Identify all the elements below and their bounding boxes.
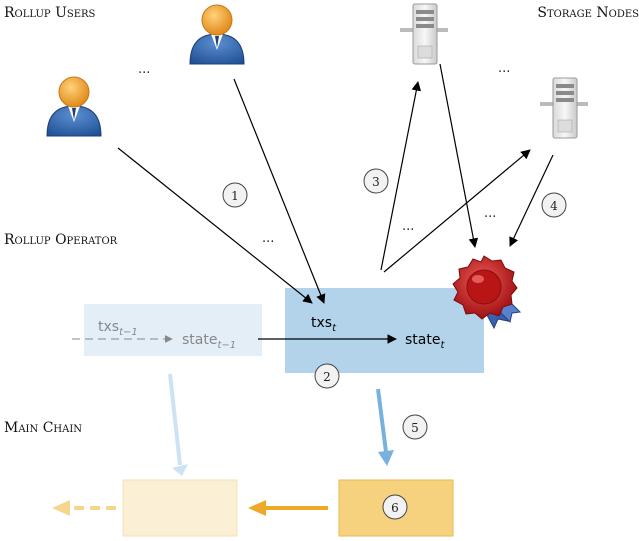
arrow-storage-to-seal <box>509 154 554 247</box>
arrow-chain-head-faded <box>52 500 70 516</box>
step-marker-3: 3 <box>363 168 389 194</box>
step-marker-5: 5 <box>402 414 428 440</box>
section-label-storage-nodes: Storage Nodes <box>537 5 639 21</box>
arrow-head-faded <box>172 464 188 476</box>
ellipsis-user-arrows: ... <box>262 231 274 246</box>
label-state-previous: statet−1 <box>182 332 236 351</box>
server-icon <box>400 3 448 65</box>
wax-seal-icon <box>452 255 522 330</box>
svg-text:2: 2 <box>323 370 331 384</box>
arrow-operator-to-storage <box>380 81 422 271</box>
section-label-main-chain: Main Chain <box>4 420 82 436</box>
svg-text:4: 4 <box>550 199 558 213</box>
arrow-user-to-operator <box>233 78 326 304</box>
ellipsis-operator-arrows: ... <box>402 219 414 234</box>
label-txs-current: txst <box>311 315 337 334</box>
section-label-rollup-operator: Rollup Operator <box>4 232 118 248</box>
svg-text:6: 6 <box>391 501 399 515</box>
ellipsis-storage-arrows: ... <box>484 206 496 221</box>
arrow-head <box>378 450 394 466</box>
svg-text:5: 5 <box>411 421 419 435</box>
step-marker-2: 2 <box>314 363 340 389</box>
arrow-operator-to-chain <box>376 388 388 453</box>
arrow-user-to-operator <box>117 147 313 304</box>
ellipsis-users: ... <box>138 62 150 77</box>
svg-text:1: 1 <box>231 189 239 203</box>
step-marker-1: 1 <box>222 182 248 208</box>
arrow-storage-to-seal <box>439 63 479 248</box>
server-icon <box>540 77 588 139</box>
svg-text:3: 3 <box>372 175 380 189</box>
label-state-current: statet <box>405 332 445 351</box>
arrow-chain-head <box>248 500 266 516</box>
ellipsis-storage: ... <box>498 61 510 76</box>
step-marker-6: 6 <box>382 494 408 520</box>
arrow-operator-to-chain-faded <box>168 373 182 466</box>
arrow-operator-to-storage <box>383 149 531 273</box>
chain-block-previous <box>122 479 238 537</box>
user-icon <box>189 4 245 65</box>
section-label-rollup-users: Rollup Users <box>4 5 96 21</box>
operator-box-previous <box>84 304 262 356</box>
label-txs-previous: txst−1 <box>98 319 138 338</box>
step-marker-4: 4 <box>541 192 567 218</box>
user-icon <box>46 76 102 137</box>
